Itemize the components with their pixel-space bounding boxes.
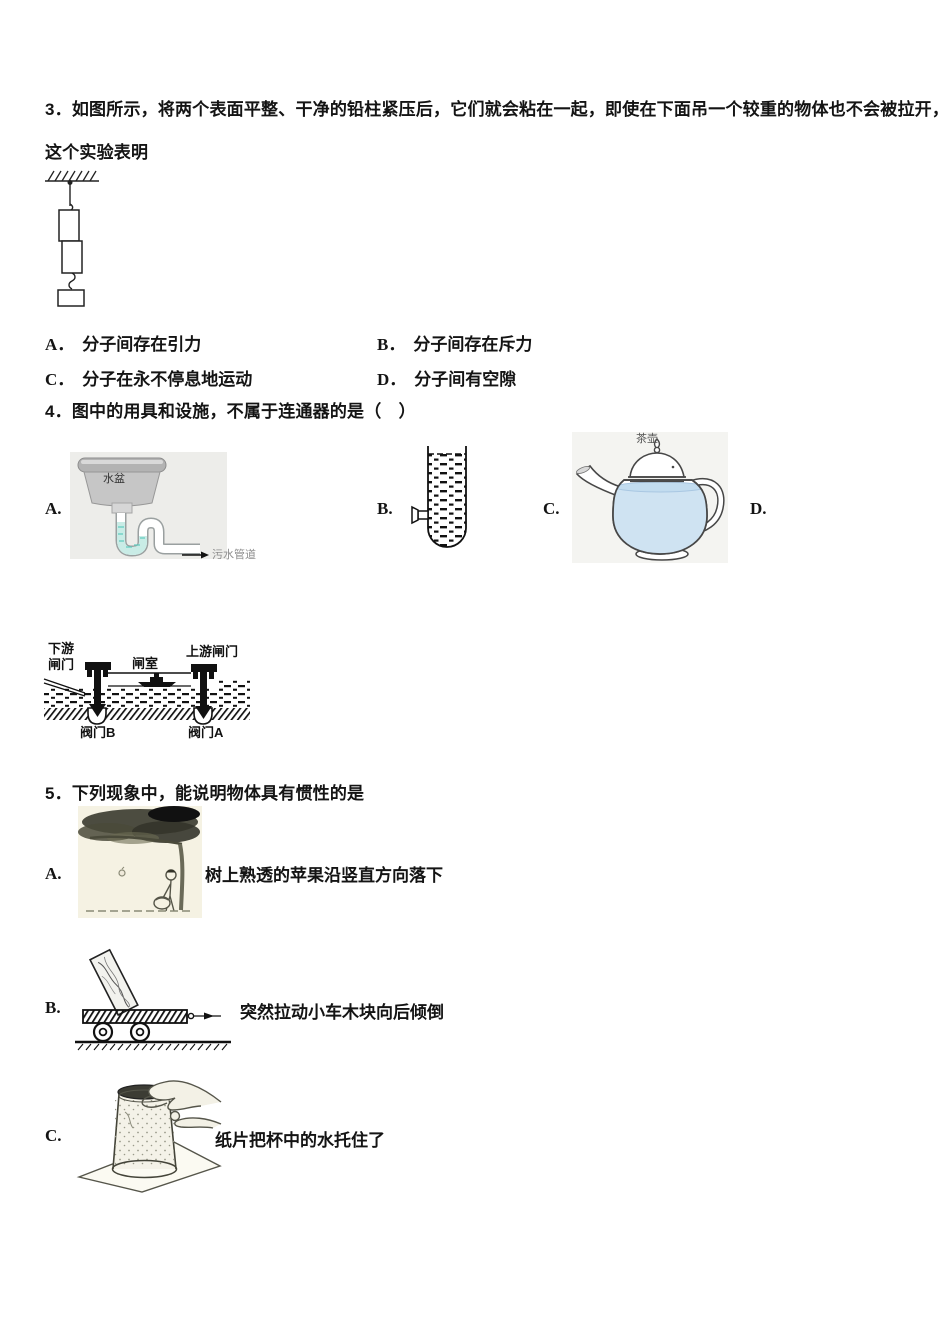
- cart-wheels: [92, 1021, 151, 1043]
- downstream-slope: [43, 675, 86, 697]
- ship: [138, 673, 176, 687]
- teapot-lid: [628, 437, 686, 483]
- hanging-weight: [57, 289, 85, 307]
- tree-canopy: [78, 806, 200, 846]
- hanging-string: [67, 179, 74, 212]
- q4-option-a-label: A.: [45, 499, 62, 518]
- question-5-text: 5．下列现象中，能说明物体具有惯性的是: [45, 784, 365, 803]
- lead-cylinder-bottom: [61, 240, 83, 274]
- teapot-label: 茶壶: [636, 433, 658, 445]
- u-trap-pipe: [115, 513, 200, 557]
- trap-water: [117, 522, 147, 556]
- teapot-figure: [572, 432, 728, 563]
- cup-paper-figure: [76, 1080, 222, 1193]
- q3-option-d-text: 分子间有空隙: [414, 370, 517, 389]
- q3-option-a: A． 分子间存在引力: [45, 330, 201, 355]
- q4-option-d-label: D.: [750, 499, 767, 518]
- apple-tree-figure: [78, 806, 202, 918]
- tap: [411, 505, 429, 525]
- ground-hatch: [44, 708, 250, 720]
- tree-trunk: [178, 843, 185, 911]
- downstream-gate-label: 下游闸门: [48, 641, 75, 672]
- q5-option-a-caption: 树上熟透的苹果沿竖直方向落下: [205, 866, 443, 885]
- teapot-spout: [575, 464, 623, 498]
- pull-arrow: [187, 1012, 221, 1020]
- cart-block-figure: [75, 948, 231, 1051]
- tube-with-tap-figure: [411, 446, 467, 548]
- lead-cylinders-figure: [45, 170, 99, 307]
- downstream-gate: [85, 662, 111, 717]
- q3-option-b-text: 分子间存在斥力: [413, 335, 533, 354]
- q3-option-c-text: 分子在永不停息地运动: [82, 370, 253, 389]
- tube-liquid: [428, 454, 466, 547]
- ground: [75, 1040, 231, 1051]
- s-hook: [68, 272, 76, 290]
- outlet-arrow: [182, 551, 209, 559]
- chamber-label: 闸室: [132, 656, 159, 671]
- q5-option-c-label: C.: [45, 1126, 62, 1145]
- tube-outline: [427, 446, 467, 548]
- wood-block: [88, 948, 139, 1017]
- q3-option-b-label: B．: [377, 335, 406, 354]
- holding-hand: [141, 1080, 222, 1129]
- question-3-text: 3．如图所示，将两个表面平整、干净的铅柱紧压后，它们就会粘在一起，即使在下面吊一…: [45, 100, 950, 162]
- valve-b-label: 阀门B: [80, 725, 116, 740]
- q4-option-b-label: B.: [377, 499, 393, 518]
- teapot-water: [613, 481, 707, 554]
- q4-option-c-label: C.: [543, 499, 560, 518]
- basin: [77, 457, 167, 514]
- q5-option-b-caption: 突然拉动小车木块向后倾倒: [240, 1003, 444, 1022]
- q3-option-a-label: A．: [45, 335, 75, 354]
- person-with-basket: [153, 869, 177, 912]
- upstream-gate-label: 上游闸门: [186, 644, 239, 659]
- q3-option-a-text: 分子间存在引力: [82, 335, 202, 354]
- falling-apple: [118, 866, 126, 877]
- canal-lock-figure: [43, 662, 250, 725]
- lead-cylinder-top: [58, 209, 80, 242]
- q5-option-c-caption: 纸片把杯中的水托住了: [215, 1131, 385, 1150]
- inverted-cup: [111, 1084, 178, 1179]
- q3-option-c: C． 分子在永不停息地运动: [45, 365, 252, 390]
- q3-option-b: B． 分子间存在斥力: [377, 330, 532, 355]
- basin-label: 水盆: [103, 473, 125, 485]
- question-4-text: 4．图中的用具和设施，不属于连通器的是（ ）: [45, 402, 416, 421]
- q3-option-c-label: C．: [45, 370, 75, 389]
- upstream-gate: [191, 664, 217, 719]
- q3-option-d-label: D．: [377, 370, 407, 389]
- q5-option-a-label: A.: [45, 864, 62, 883]
- outlet-label: 污水管道: [212, 549, 256, 561]
- ceiling-hatching: [45, 170, 99, 182]
- q5-option-b-label: B.: [45, 998, 61, 1017]
- valve-a-label: 阀门A: [188, 725, 224, 740]
- cart-platform: [82, 1009, 188, 1024]
- washbasin-figure: [70, 452, 227, 559]
- q3-option-d: D． 分子间有空隙: [377, 365, 516, 390]
